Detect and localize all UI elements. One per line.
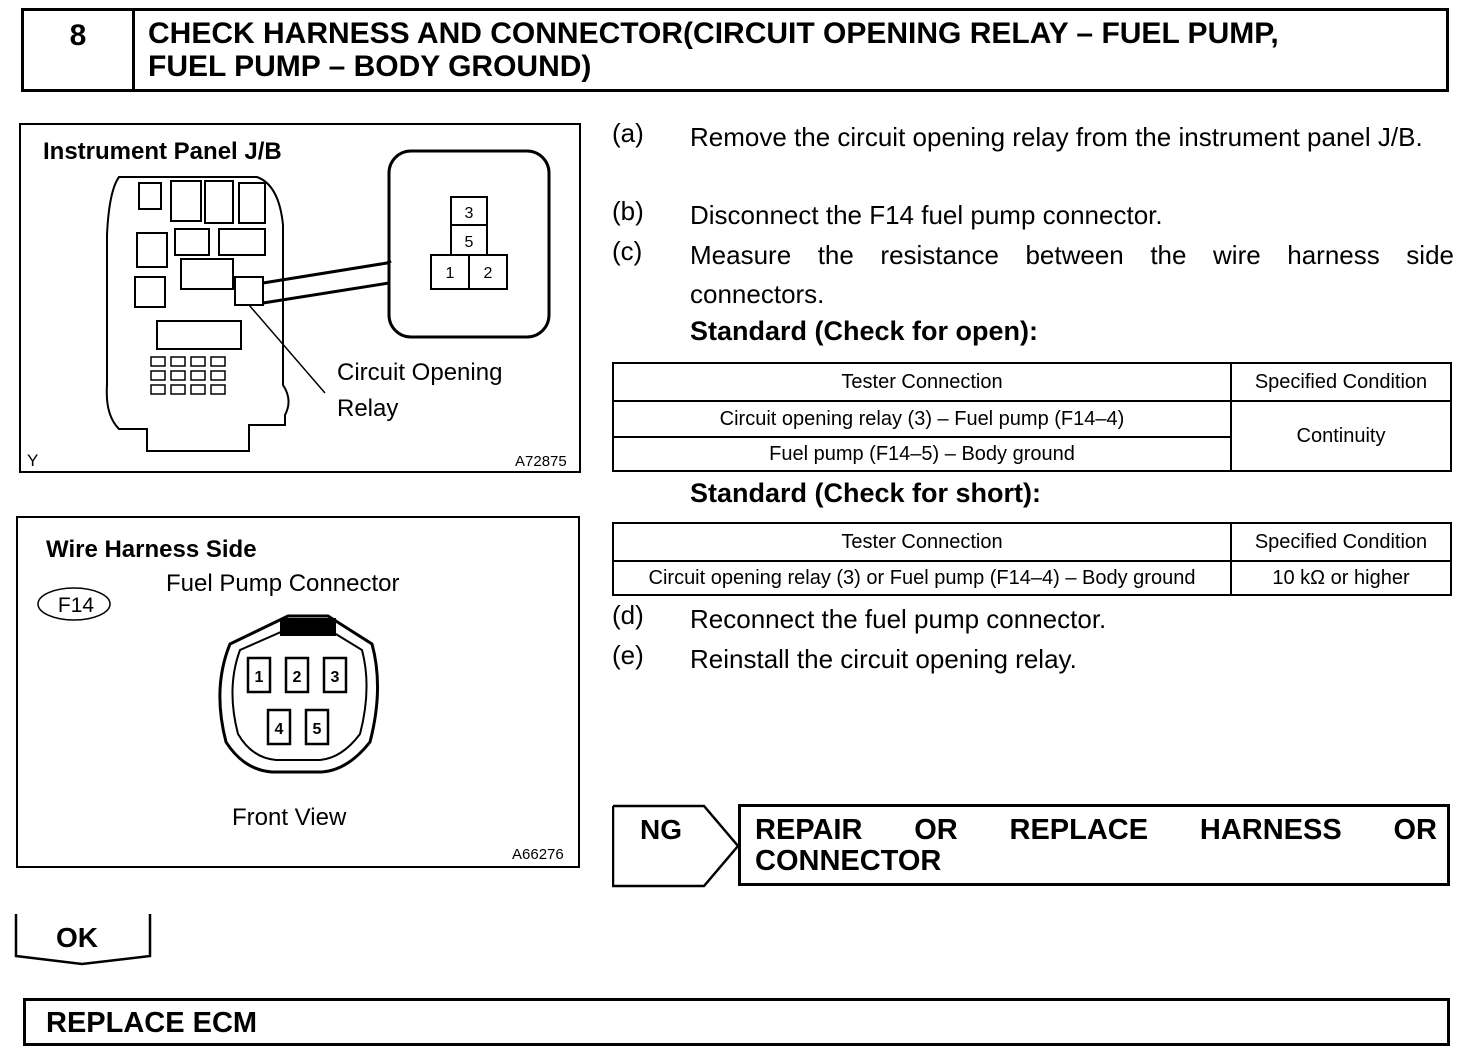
step-header: 8 CHECK HARNESS AND CONNECTOR(CIRCUIT OP… (21, 8, 1449, 92)
ng-branch: NG REPAIR OR REPLACE HARNESS OR CONNECTO… (612, 804, 1452, 888)
corner-mark: Y (27, 451, 39, 470)
table-header-row: Tester Connection Specified Condition (612, 362, 1452, 402)
fuse-slot (170, 180, 202, 222)
callout-line1: Circuit Opening (337, 359, 503, 386)
relay-pin-label: 3 (465, 205, 474, 222)
connector-slot (156, 320, 242, 350)
table-row: Circuit opening relay (3) or Fuel pump (… (612, 560, 1452, 596)
step-letter: (e) (612, 640, 644, 670)
connector-pin (246, 656, 272, 694)
callout-line2: Relay (337, 395, 399, 422)
table-row: Circuit opening relay (3) – Fuel pump (F… (612, 400, 1452, 472)
connector-pin-label: 5 (313, 721, 322, 738)
step-text: Reconnect the fuel pump connector. (690, 604, 1107, 634)
step-letter: (b) (612, 196, 644, 226)
relay-pin-box (468, 254, 508, 290)
standard-open-label: Standard (Check for open): (690, 316, 1039, 346)
table-row: Fuel pump (F14–5) – Body ground (612, 436, 1451, 472)
table-cell-condition: Continuity (1230, 400, 1452, 472)
figure2-title: Wire Harness Side (46, 536, 257, 563)
ng-arrow-icon (612, 804, 740, 888)
step-number: 8 (24, 11, 135, 89)
step-text: Measure the resistance between the wire … (690, 240, 1454, 309)
connector-name: Fuel Pump Connector (166, 570, 400, 597)
connector-pin-label: 3 (331, 669, 340, 686)
connector-pin-label: 1 (255, 669, 264, 686)
step-title-line2: FUEL PUMP – BODY GROUND) (148, 50, 592, 83)
relay-pin-label: 1 (446, 265, 455, 282)
table-header: Tester Connection (612, 522, 1232, 562)
figure1-title: Instrument Panel J/B (43, 138, 282, 165)
fuse-slot (204, 180, 234, 224)
ng-label: NG (640, 814, 682, 845)
connector-id-label: F14 (58, 594, 95, 617)
table-header: Specified Condition (1230, 362, 1452, 402)
callout-leader (248, 304, 326, 394)
table-header: Specified Condition (1230, 522, 1452, 562)
table-cell: Circuit opening relay (3) or Fuel pump (… (612, 560, 1232, 596)
step-text: Remove the circuit opening relay from th… (690, 122, 1423, 152)
connector-figure: Wire Harness Side F14 1 2 3 4 5 Fuel Pum… (16, 516, 580, 868)
relay-slot (174, 228, 210, 256)
zoom-leader-bottom (262, 281, 390, 305)
relay-pin-label: 5 (465, 234, 474, 251)
view-label: Front View (232, 804, 347, 831)
junction-block-diagram: 3 5 1 2 (105, 149, 551, 452)
final-action-text: REPLACE ECM (46, 1007, 258, 1039)
step-text: Disconnect the F14 fuel pump connector. (690, 200, 1163, 230)
fuse-slot (138, 182, 162, 210)
connector-pin (304, 708, 330, 746)
connector-pin (322, 656, 348, 694)
junction-block-outline (105, 176, 290, 452)
table-cell: Fuel pump (F14–5) – Body ground (612, 436, 1232, 472)
table-cell: 10 kΩ or higher (1230, 560, 1452, 596)
connector-inner-outline (231, 627, 368, 761)
ok-label: OK (56, 922, 98, 953)
connector-id-oval (37, 587, 111, 621)
mini-fuse-grid (150, 356, 226, 395)
table-header-row: Tester Connection Specified Condition (612, 522, 1452, 562)
final-action-box: REPLACE ECM (23, 998, 1450, 1046)
step-letter: (c) (612, 236, 643, 266)
connector-pin (284, 656, 310, 694)
ok-arrow-icon (14, 914, 152, 966)
zoom-box (387, 149, 551, 339)
standard-short-label: Standard (Check for short): (690, 478, 1042, 508)
standard-short-table: Tester Connection Specified Condition Ci… (612, 522, 1452, 596)
relay-slot (134, 276, 166, 308)
relay-pin-label: 2 (484, 265, 493, 282)
fuse-slot (238, 182, 266, 224)
junction-block-figure: Instrument Panel J/B 3 5 (19, 123, 581, 473)
step-letter: (a) (612, 118, 644, 148)
standard-open-table: Tester Connection Specified Condition Ci… (612, 362, 1452, 472)
connector-pin-label: 4 (275, 721, 284, 738)
figure1-code: A72875 (515, 453, 567, 470)
connector-pin-label: 2 (293, 669, 302, 686)
connector-pin (266, 708, 292, 746)
circuit-opening-relay-slot (234, 276, 264, 306)
step-letter: (d) (612, 600, 644, 630)
figure2-code: A66276 (512, 846, 564, 863)
step-title: CHECK HARNESS AND CONNECTOR(CIRCUIT OPEN… (148, 17, 1438, 83)
ng-action-box: REPAIR OR REPLACE HARNESS OR CONNECTOR (738, 804, 1450, 886)
connector-outline (218, 614, 380, 774)
relay-slot (180, 258, 234, 290)
relay-slot (136, 232, 168, 268)
fuel-pump-connector-diagram: F14 1 2 3 4 5 (37, 587, 380, 774)
connector-latch (280, 618, 336, 636)
step-text: Reinstall the circuit opening relay. (690, 644, 1077, 674)
step-title-line1: CHECK HARNESS AND CONNECTOR(CIRCUIT OPEN… (148, 17, 1279, 50)
table-cell: Circuit opening relay (3) – Fuel pump (F… (612, 400, 1232, 438)
ng-action-text: REPAIR OR REPLACE HARNESS OR CONNECTOR (755, 814, 1437, 877)
relay-slot (218, 228, 266, 256)
table-header: Tester Connection (612, 362, 1232, 402)
